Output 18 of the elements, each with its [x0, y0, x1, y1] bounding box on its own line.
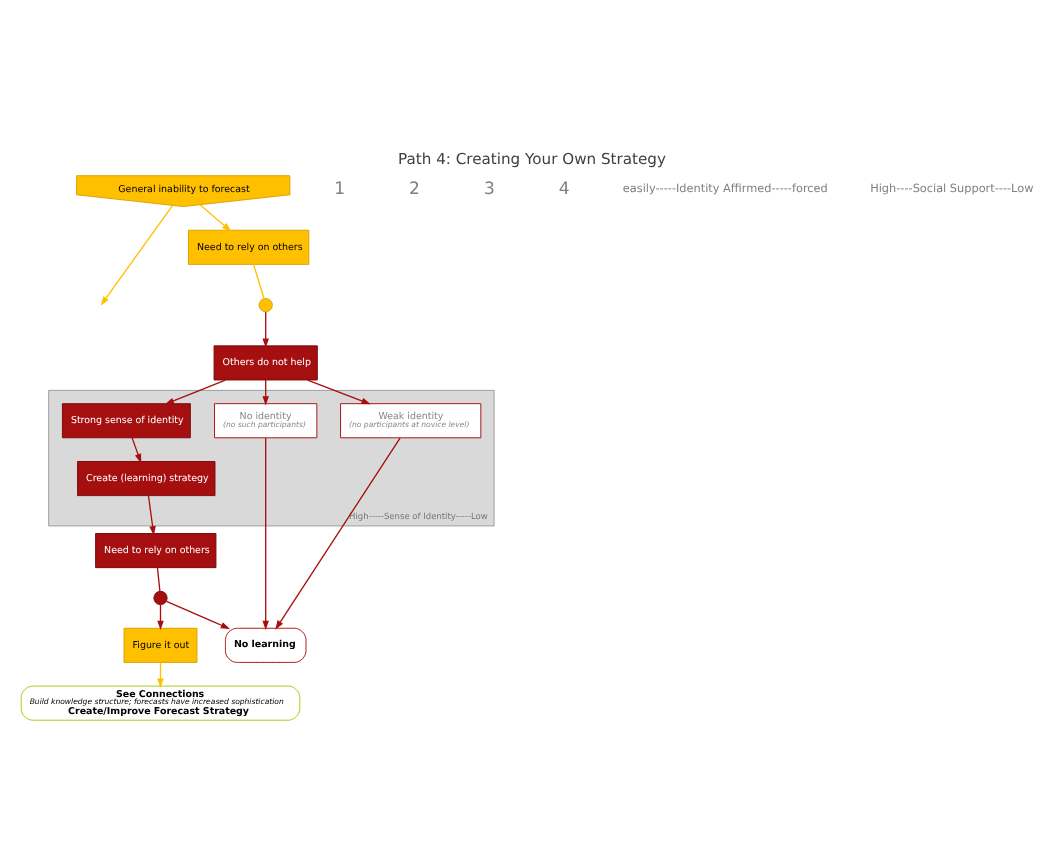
arrow — [262, 436, 269, 629]
node-circle — [153, 589, 168, 605]
arrow — [275, 436, 401, 629]
label: 1 — [334, 178, 346, 199]
arrow — [262, 310, 269, 347]
arrow — [306, 378, 371, 404]
arrow — [131, 436, 142, 463]
arrow — [165, 599, 231, 628]
arrow — [164, 378, 227, 404]
label: 4 — [558, 178, 570, 199]
arrow — [199, 203, 232, 231]
node-circle — [258, 297, 273, 312]
connector — [156, 566, 161, 591]
arrow — [147, 494, 156, 535]
label: 3 — [483, 178, 495, 199]
connector — [252, 262, 265, 299]
arrow — [100, 204, 173, 305]
label: 2 — [409, 178, 420, 199]
